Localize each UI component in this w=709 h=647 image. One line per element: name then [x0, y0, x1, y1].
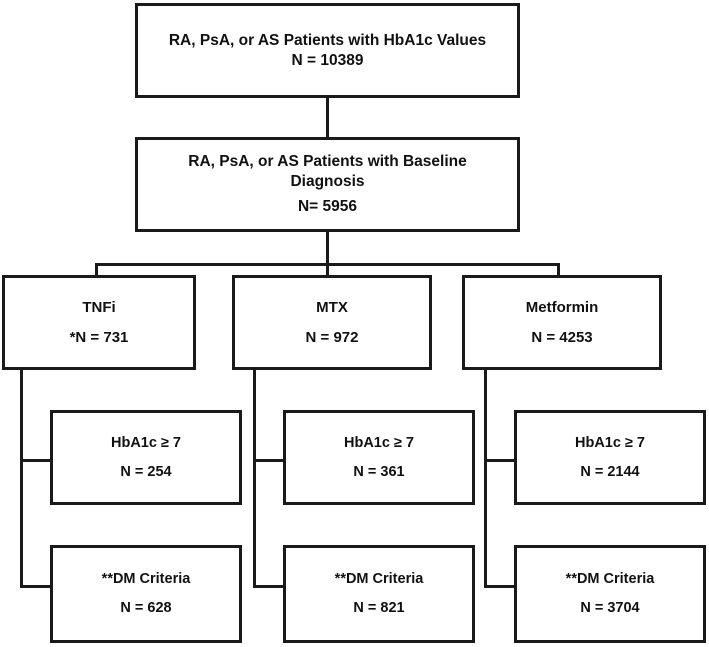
- connector-tnfi-to-dm: [20, 585, 50, 588]
- connector-root-to-baseline: [326, 98, 329, 137]
- connector-tnfi-drop: [20, 370, 23, 588]
- connector-tnfi-to-hba1c: [20, 459, 50, 462]
- node-tnfi-hba1c-count: N = 254: [120, 463, 172, 480]
- node-mtx-hba1c-count: N = 361: [353, 463, 405, 480]
- node-tnfi-hba1c: HbA1c ≥ 7 N = 254: [50, 410, 242, 505]
- connector-baseline-stem: [326, 232, 329, 265]
- connector-mtx-to-hba1c: [253, 459, 283, 462]
- node-tnfi-dm: **DM Criteria N = 628: [50, 545, 242, 643]
- node-baseline: RA, PsA, or AS Patients with Baseline Di…: [135, 137, 520, 232]
- node-root-count: N = 10389: [291, 51, 364, 69]
- node-arm-mtx-count: N = 972: [305, 328, 359, 346]
- node-arm-mtx-label: MTX: [316, 299, 348, 317]
- connector-metformin-to-hba1c: [484, 459, 514, 462]
- node-arm-tnfi-count: *N = 731: [69, 328, 129, 346]
- connector-mtx-to-dm: [253, 585, 283, 588]
- node-mtx-dm-label: **DM Criteria: [334, 571, 424, 588]
- connector-branch-leg-mtx: [326, 263, 329, 275]
- node-arm-mtx: MTX N = 972: [232, 275, 432, 370]
- node-metformin-dm-count: N = 3704: [580, 600, 640, 616]
- node-mtx-dm: **DM Criteria N = 821: [283, 545, 475, 643]
- node-metformin-hba1c-label: HbA1c ≥ 7: [574, 434, 645, 451]
- connector-mtx-drop: [253, 370, 256, 588]
- node-mtx-hba1c: HbA1c ≥ 7 N = 361: [283, 410, 475, 505]
- node-tnfi-hba1c-label: HbA1c ≥ 7: [110, 434, 181, 451]
- node-metformin-hba1c-count: N = 2144: [580, 463, 640, 480]
- node-mtx-hba1c-label: HbA1c ≥ 7: [343, 434, 414, 451]
- node-arm-metformin-count: N = 4253: [531, 328, 593, 346]
- node-baseline-label-line2: Diagnosis: [290, 172, 365, 190]
- connector-branch-leg-metformin: [557, 263, 560, 275]
- node-metformin-dm: **DM Criteria N = 3704: [514, 545, 706, 643]
- node-tnfi-dm-count: N = 628: [120, 600, 172, 616]
- node-root: RA, PsA, or AS Patients with HbA1c Value…: [135, 3, 520, 98]
- node-baseline-label-line1: RA, PsA, or AS Patients with Baseline: [188, 152, 467, 170]
- node-arm-metformin-label: Metformin: [525, 299, 599, 317]
- node-arm-tnfi: TNFi *N = 731: [2, 275, 196, 370]
- node-root-label: RA, PsA, or AS Patients with HbA1c Value…: [168, 31, 487, 49]
- node-mtx-dm-count: N = 821: [353, 600, 405, 616]
- node-baseline-count: N= 5956: [297, 198, 358, 216]
- node-tnfi-dm-label: **DM Criteria: [101, 571, 191, 588]
- node-arm-metformin: Metformin N = 4253: [462, 275, 662, 370]
- connector-metformin-to-dm: [484, 585, 514, 588]
- connector-metformin-drop: [484, 370, 487, 588]
- node-metformin-hba1c: HbA1c ≥ 7 N = 2144: [514, 410, 706, 505]
- node-arm-tnfi-label: TNFi: [82, 299, 116, 317]
- node-metformin-dm-label: **DM Criteria: [565, 571, 655, 588]
- connector-branch-leg-tnfi: [95, 263, 98, 275]
